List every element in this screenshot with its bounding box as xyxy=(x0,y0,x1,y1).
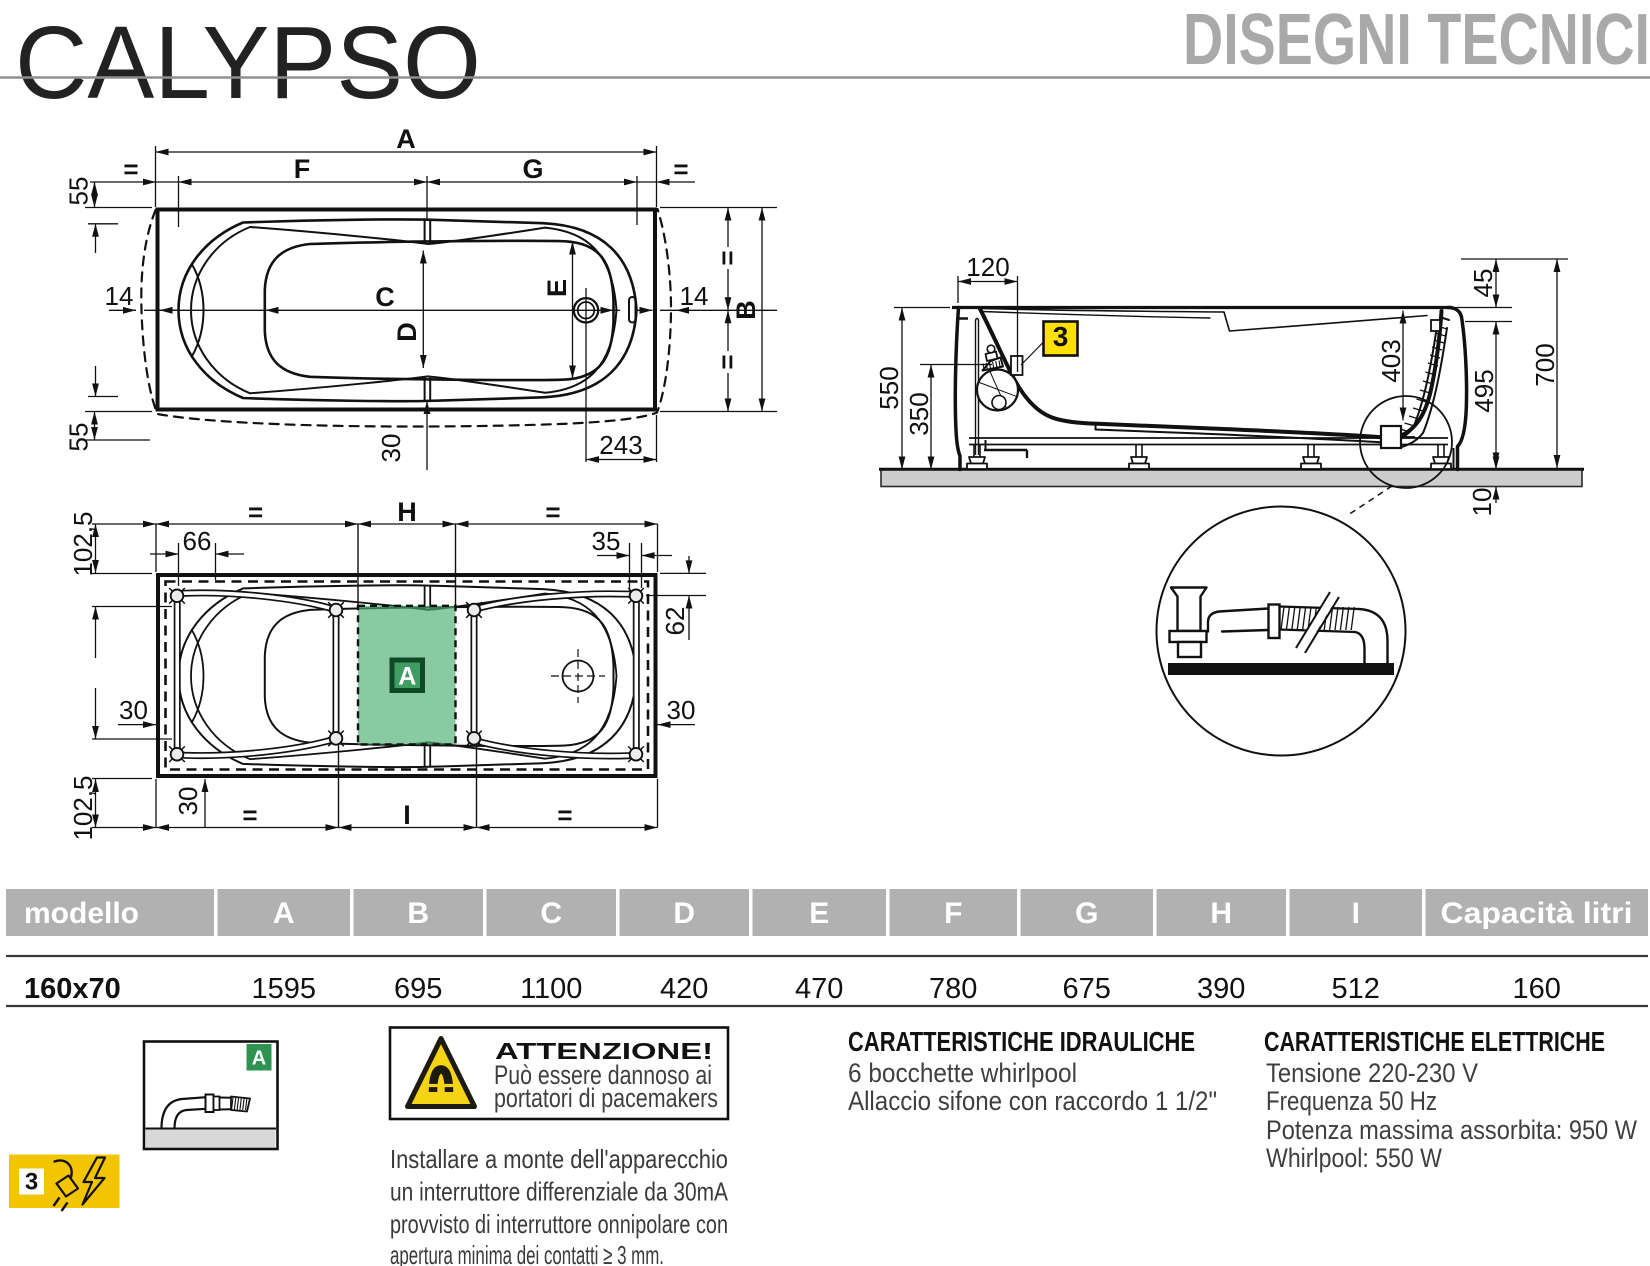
svg-text:I: I xyxy=(403,800,411,830)
svg-text:55: 55 xyxy=(64,177,94,206)
svg-text:14: 14 xyxy=(680,281,709,311)
svg-text:Frequenza 50 Hz: Frequenza 50 Hz xyxy=(1266,1086,1437,1116)
svg-text:350: 350 xyxy=(904,392,934,435)
svg-text:G: G xyxy=(1075,897,1098,930)
svg-text:420: 420 xyxy=(660,973,708,1005)
svg-text:30: 30 xyxy=(376,434,406,463)
svg-text:470: 470 xyxy=(795,973,843,1005)
svg-text:F: F xyxy=(294,154,311,184)
svg-text:H: H xyxy=(397,497,417,527)
svg-text:C: C xyxy=(540,897,562,930)
svg-text:D: D xyxy=(392,322,422,342)
svg-text:=: = xyxy=(557,800,572,830)
svg-text:1595: 1595 xyxy=(251,973,316,1005)
svg-text:62: 62 xyxy=(660,607,690,636)
svg-text:E: E xyxy=(542,279,572,297)
svg-text:45: 45 xyxy=(1468,269,1498,298)
svg-text:CALYPSO: CALYPSO xyxy=(15,5,481,120)
svg-text:30: 30 xyxy=(667,695,696,725)
svg-text:E: E xyxy=(809,897,829,930)
svg-text:B: B xyxy=(407,897,429,930)
svg-text:A: A xyxy=(398,663,416,691)
svg-text:A: A xyxy=(273,897,295,930)
svg-text:=: = xyxy=(242,800,257,830)
svg-text:Può essere dannoso ai: Può essere dannoso ai xyxy=(494,1060,712,1090)
svg-text:14: 14 xyxy=(105,281,134,311)
svg-text:30: 30 xyxy=(119,695,148,725)
svg-text:provvisto di interruttore onni: provvisto di interruttore onnipolare con xyxy=(390,1209,728,1239)
svg-text:ATTENZIONE!: ATTENZIONE! xyxy=(495,1038,713,1064)
svg-text:Tensione 220-230 V: Tensione 220-230 V xyxy=(1266,1058,1478,1088)
svg-text:=: = xyxy=(712,354,742,369)
svg-text:modello: modello xyxy=(24,897,139,930)
svg-text:66: 66 xyxy=(183,526,212,556)
svg-text:F: F xyxy=(944,897,962,930)
svg-text:550: 550 xyxy=(874,366,904,409)
svg-text:CARATTERISTICHE IDRAULICHE: CARATTERISTICHE IDRAULICHE xyxy=(848,1026,1195,1057)
svg-text:DISEGNI TECNICI: DISEGNI TECNICI xyxy=(1183,0,1650,80)
svg-text:1100: 1100 xyxy=(520,973,582,1005)
svg-text:apertura minima dei contatti ≥: apertura minima dei contatti ≥ 3 mm. xyxy=(390,1240,664,1266)
svg-text:695: 695 xyxy=(394,973,442,1005)
svg-text:102,5: 102,5 xyxy=(68,511,98,576)
svg-text:30: 30 xyxy=(173,787,203,816)
svg-text:=: = xyxy=(123,154,138,184)
svg-text:=: = xyxy=(545,497,560,527)
svg-text:120: 120 xyxy=(966,252,1009,282)
svg-text:243: 243 xyxy=(599,430,642,460)
svg-text:675: 675 xyxy=(1063,973,1111,1005)
svg-text:un interruttore differenziale: un interruttore differenziale da 30mA xyxy=(390,1177,729,1207)
svg-text:35: 35 xyxy=(592,526,621,556)
svg-text:Allaccio sifone con raccordo 1: Allaccio sifone con raccordo 1 1/2" xyxy=(848,1086,1217,1116)
svg-text:512: 512 xyxy=(1332,973,1380,1005)
svg-text:Installare a monte dell'appare: Installare a monte dell'apparecchio xyxy=(390,1144,728,1174)
svg-text:3: 3 xyxy=(1053,321,1069,352)
svg-text:Potenza massima assorbita: 950: Potenza massima assorbita: 950 W xyxy=(1266,1115,1637,1145)
svg-text:390: 390 xyxy=(1197,973,1245,1005)
svg-text:=: = xyxy=(673,154,688,184)
svg-text:portatori di pacemakers: portatori di pacemakers xyxy=(494,1083,718,1113)
svg-text:I: I xyxy=(1352,897,1360,930)
svg-text:D: D xyxy=(673,897,695,930)
svg-text:=: = xyxy=(712,250,742,265)
svg-text:6 bocchette whirlpool: 6 bocchette whirlpool xyxy=(848,1058,1077,1088)
svg-text:700: 700 xyxy=(1530,343,1560,386)
svg-text:160: 160 xyxy=(1513,973,1561,1005)
svg-text:495: 495 xyxy=(1469,369,1499,412)
svg-text:C: C xyxy=(375,282,395,312)
svg-text:102,5: 102,5 xyxy=(68,775,98,840)
svg-text:A: A xyxy=(252,1048,266,1070)
svg-text:Capacità litri: Capacità litri xyxy=(1441,897,1633,930)
svg-text:H: H xyxy=(1210,897,1232,930)
svg-text:B: B xyxy=(731,300,761,320)
svg-text:CARATTERISTICHE ELETTRICHE: CARATTERISTICHE ELETTRICHE xyxy=(1264,1026,1605,1057)
svg-text:403: 403 xyxy=(1376,339,1406,382)
svg-text:G: G xyxy=(522,154,543,184)
svg-text:A: A xyxy=(396,124,416,154)
svg-text:780: 780 xyxy=(929,973,977,1005)
svg-text:=: = xyxy=(248,497,263,527)
svg-text:3: 3 xyxy=(25,1169,38,1196)
svg-text:160x70: 160x70 xyxy=(24,973,121,1005)
svg-text:Whirlpool: 550 W: Whirlpool: 550 W xyxy=(1266,1143,1442,1173)
svg-text:55: 55 xyxy=(64,423,94,452)
svg-text:10: 10 xyxy=(1467,488,1497,517)
